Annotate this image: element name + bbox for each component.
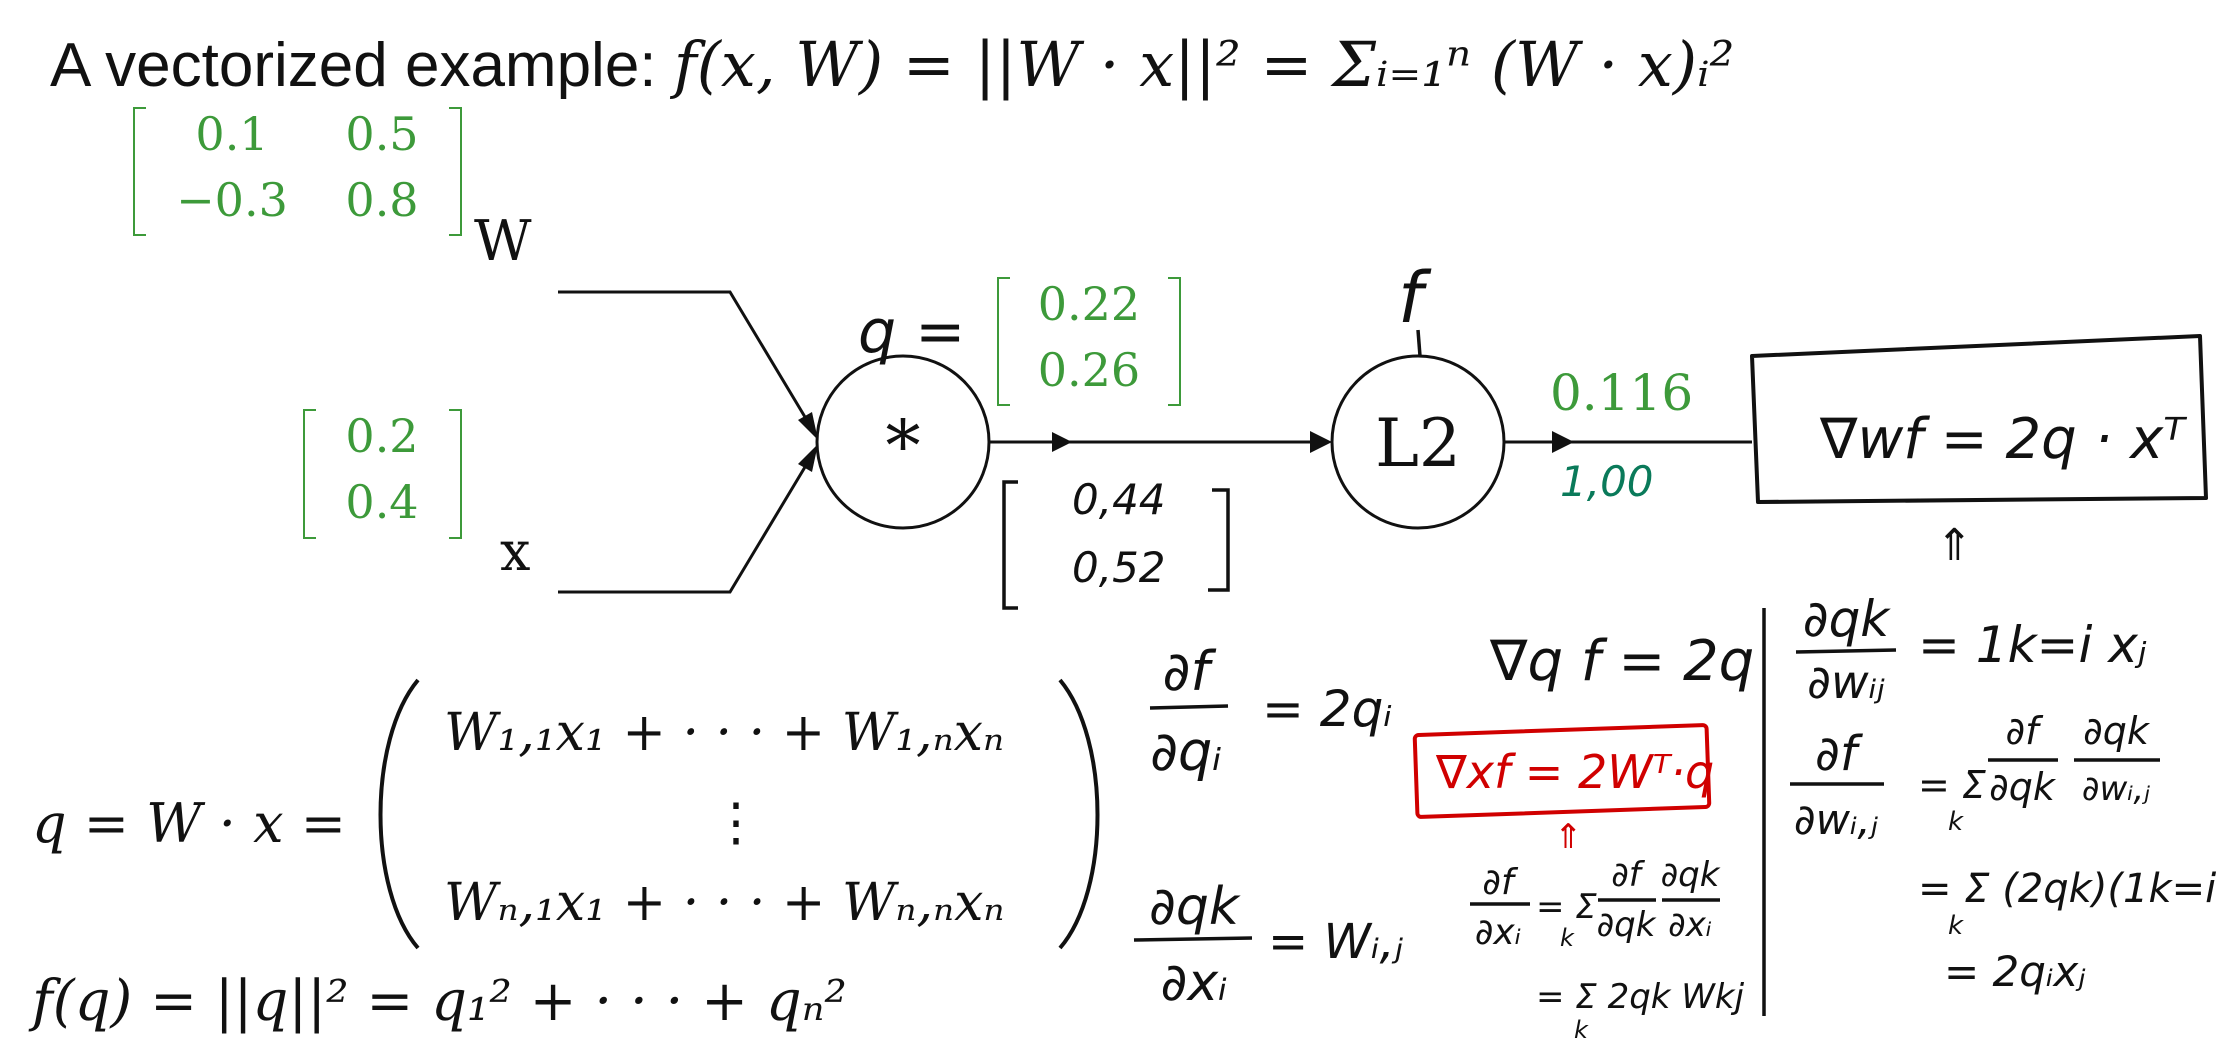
x-vector-cell-0: 0.2 <box>345 409 418 463</box>
grad-x-f-arrow: ⇑ <box>1554 817 1583 857</box>
x-vector-cell-1: 0.4 <box>345 475 418 529</box>
output-edge-arrow <box>1552 431 1574 453</box>
dqk-dwij-derivation: ∂qk ∂wᵢⱼ = 1k=i xⱼ <box>1795 590 2147 709</box>
w-wire-arrowhead <box>798 412 818 440</box>
q-forward-cell-0: 0.22 <box>1038 277 1140 331</box>
x-input-wire <box>558 451 816 594</box>
q-matrix-row-1: W₁,₁x₁ + · · · + W₁,ₙxₙ <box>444 703 1004 763</box>
q-label: q = <box>858 297 965 367</box>
x-input-label: x <box>500 520 530 583</box>
q-forward-right-bracket <box>1168 277 1181 406</box>
x-vector: 0.2 0.4 <box>303 409 462 539</box>
dqk-dxi-fraction-bar <box>1133 936 1253 942</box>
df-dxi-sum-index: k <box>1560 924 1575 952</box>
dqk-dxi-numerator: ∂qk <box>1149 877 1241 937</box>
df-dxi-result: = Σ 2qk Wkj <box>1536 977 1745 1017</box>
df-dwij-expanded: = Σ (2qk)(1k=i xⱼ) <box>1918 866 2224 912</box>
w-matrix-cell-10: −0.3 <box>176 173 288 227</box>
dqk-dxi-denominator: ∂xᵢ <box>1161 953 1228 1013</box>
output-forward-value: 0.116 <box>1550 364 1693 422</box>
q-forward-cell-1: 0.26 <box>1038 343 1140 397</box>
q-grad-right-bracket <box>1208 488 1230 592</box>
x-vector-left-bracket <box>303 409 316 539</box>
df-dwij-lhs-denominator: ∂wᵢ,ⱼ <box>1794 795 1879 844</box>
w-matrix-cell-11: 0.8 <box>345 173 418 227</box>
grad-q-f: ∇q f = 2q <box>1489 629 1754 694</box>
df-dxi-result-index: k <box>1574 1016 1589 1044</box>
df-dwij-chain-rule: ∂f ∂wᵢ,ⱼ = Σ k ∂f ∂qk ∂qk ∂wᵢ,ⱼ = Σ (2qk… <box>1790 709 2224 996</box>
df-dqi-numerator: ∂f <box>1163 640 1217 703</box>
q-forward-vector: 0.22 0.26 <box>997 277 1181 406</box>
slide-title: A vectorized example: f(x, W) = ||W · x|… <box>50 28 1734 101</box>
w-matrix-left-bracket <box>133 107 146 236</box>
q-matrix-right-paren <box>1058 678 1100 950</box>
dqk-dwij-fraction-bar <box>1795 648 1897 654</box>
output-grad-value: 1,00 <box>1560 457 1654 506</box>
boxed-note-frame <box>1750 334 2208 504</box>
dqk-dwij-rhs: = 1k=i xⱼ <box>1918 616 2147 674</box>
dqk-dwij-denominator: ∂wᵢⱼ <box>1807 655 1885 709</box>
boxed-note-arrow: ⇑ <box>1936 520 1973 571</box>
df-dqi-denominator: ∂qᵢ <box>1150 720 1222 783</box>
grad-x-f-box <box>1412 723 1712 819</box>
title-prefix: A vectorized example: <box>50 31 674 100</box>
q-definition-lhs: q = W · x = <box>32 792 346 855</box>
df-dxi-sum: = Σ <box>1536 887 1597 927</box>
df-dxi-term2-numerator: ∂qk <box>1661 855 1721 895</box>
w-input-wire <box>558 290 816 433</box>
df-dxi-lhs-numerator: ∂f <box>1482 862 1519 903</box>
df-dwij-lhs-numerator: ∂f <box>1815 726 1863 782</box>
q-grad-cell-1: 0,52 <box>1072 543 1166 592</box>
q-grad-left-bracket <box>1002 480 1018 610</box>
df-dwij-term1-denominator: ∂qk <box>1989 765 2057 809</box>
df-dxi-term1-denominator: ∂qk <box>1597 905 1657 945</box>
multiply-node-symbol: * <box>886 405 921 487</box>
df-dqi-fraction-bar <box>1149 704 1229 710</box>
boxed-note-text: ∇wf = 2q · xᵀ <box>1819 407 2187 472</box>
df-dxi-term1-numerator: ∂f <box>1611 855 1646 895</box>
w-matrix-cell-00: 0.1 <box>195 107 268 161</box>
f-of-q-equation: f(q) = ||q||² = q₁² + · · · + qₙ² <box>28 969 847 1034</box>
q-matrix-left-paren <box>378 678 420 950</box>
f-label-tick <box>1416 329 1422 357</box>
df-dwij-term2-numerator: ∂qk <box>2083 709 2151 753</box>
q-grad-cell-0: 0,44 <box>1072 475 1166 524</box>
df-dwij-term2-denominator: ∂wᵢ,ⱼ <box>2082 769 2150 809</box>
df-dqi-rhs: = 2qᵢ <box>1262 680 1392 738</box>
dqk-dxi-derivation: ∂qk ∂xᵢ = Wᵢ,ⱼ <box>1133 877 1404 1013</box>
w-input-label: W <box>474 209 532 274</box>
df-dwij-result: = 2qᵢxⱼ <box>1944 947 2086 996</box>
w-matrix: 0.1 0.5 −0.3 0.8 <box>133 107 462 236</box>
grad-x-f: ∇xf = 2Wᵀ·q <box>1435 745 1714 799</box>
df-dwij-expanded-index: k <box>1948 911 1964 941</box>
x-wire-arrowhead <box>798 444 818 472</box>
df-dxi-chain-rule: ∂f ∂xᵢ = Σ k ∂f ∂qk ∂qk ∂xᵢ = Σ 2qk Wkj … <box>1470 855 1745 1044</box>
dqk-dxi-rhs: = Wᵢ,ⱼ <box>1268 914 1404 970</box>
q-matrix-vdots: ⋮ <box>710 793 762 853</box>
q-edge-arrowhead <box>1310 431 1332 453</box>
l2-node-label: L2 <box>1375 405 1461 482</box>
df-dqi-derivation: ∂f ∂qᵢ = 2qᵢ <box>1149 640 1392 783</box>
dqk-dwij-numerator: ∂qk <box>1803 590 1892 648</box>
q-grad-vector: 0,44 0,52 <box>1002 475 1230 610</box>
f-label: f <box>1398 257 1432 339</box>
w-matrix-right-bracket <box>449 107 462 236</box>
df-dwij-term1-numerator: ∂f <box>2005 709 2044 753</box>
q-forward-left-bracket <box>997 277 1010 406</box>
df-dwij-sum-index: k <box>1948 807 1964 837</box>
df-dxi-term2-denominator: ∂xᵢ <box>1668 905 1712 945</box>
title-formula: f(x, W) = ||W · x||² = Σᵢ₌₁ⁿ (W · x)ᵢ² <box>670 28 1735 101</box>
df-dwij-sum: = Σ <box>1918 763 1986 807</box>
q-matrix-row-n: Wₙ,₁x₁ + · · · + Wₙ,ₙxₙ <box>444 873 1005 933</box>
w-matrix-cell-01: 0.5 <box>345 107 418 161</box>
df-dxi-lhs-denominator: ∂xᵢ <box>1475 912 1521 953</box>
x-vector-right-bracket <box>449 409 462 539</box>
q-edge-arrow-mid <box>1052 432 1072 452</box>
